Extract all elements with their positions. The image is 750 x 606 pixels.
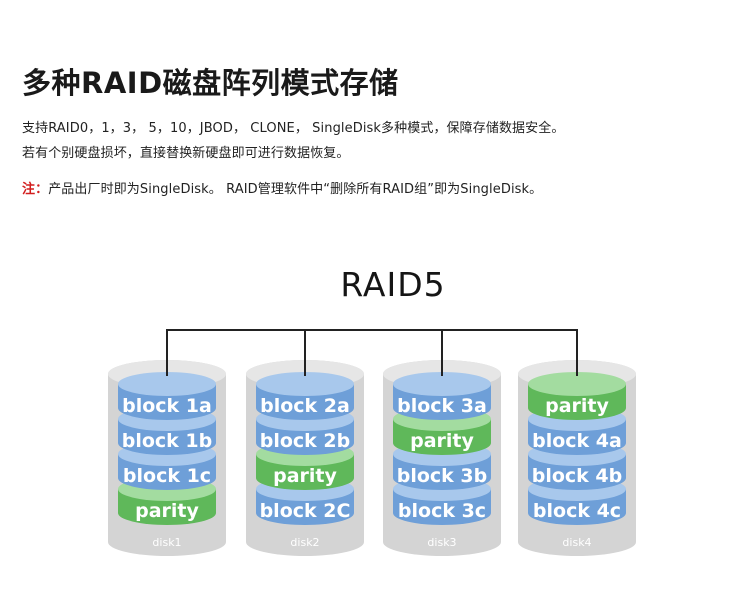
disk-3: block 3c block 3b parity block 3a disk3 xyxy=(383,360,501,556)
data-block: block 2a xyxy=(256,372,354,420)
connector-lines xyxy=(166,329,578,376)
block-label: block 4c xyxy=(533,500,621,522)
disk-stacks: parity block 1c block 1b block 1a disk1 block… xyxy=(108,360,636,556)
block-label: parity xyxy=(273,465,337,487)
disk-label: disk2 xyxy=(290,536,319,549)
block-label: parity xyxy=(410,430,474,452)
note-text: 产品出厂时即为SingleDisk。 RAID管理软件中“删除所有RAID组”即… xyxy=(48,182,543,197)
block-label: block 2a xyxy=(260,395,350,417)
block-label: block 1c xyxy=(123,465,211,487)
block-label: block 4a xyxy=(532,430,622,452)
data-block: block 3a xyxy=(393,372,491,420)
block-label: block 1a xyxy=(122,395,212,417)
block-label: block 3c xyxy=(398,500,486,522)
disk-1: parity block 1c block 1b block 1a disk1 xyxy=(108,360,226,556)
block-label: parity xyxy=(545,395,609,417)
disk-label: disk3 xyxy=(427,536,456,549)
data-block: block 1a xyxy=(118,372,216,420)
block-label: block 4b xyxy=(532,465,623,487)
disk-label: disk1 xyxy=(152,536,181,549)
block-top xyxy=(528,372,626,396)
disk-label: disk4 xyxy=(562,536,591,549)
description-line-2: 若有个别硬盘损坏，直接替换新硬盘即可进行数据恢复。 xyxy=(22,146,350,161)
block-label: parity xyxy=(135,500,199,522)
note-label: 注： xyxy=(22,182,49,197)
disk-4: block 4c block 4b block 4a parity disk4 xyxy=(518,360,636,556)
page-title: 多种RAID磁盘阵列模式存储 xyxy=(22,66,399,100)
block-top xyxy=(256,372,354,396)
block-label: block 3b xyxy=(397,465,488,487)
diagram-title: RAID5 xyxy=(340,265,445,304)
block-label: block 3a xyxy=(397,395,487,417)
block-label: block 2C xyxy=(260,500,351,522)
block-label: block 1b xyxy=(122,430,213,452)
description-line-1: 支持RAID0，1，3， 5，10，JBOD， CLONE， SingleDis… xyxy=(22,121,565,136)
note-line: 注：产品出厂时即为SingleDisk。 RAID管理软件中“删除所有RAID组… xyxy=(22,178,542,197)
block-top xyxy=(118,372,216,396)
disk-2: block 2C parity block 2b block 2a disk2 xyxy=(246,360,364,556)
block-top xyxy=(393,372,491,396)
parity-block: parity xyxy=(528,372,626,420)
block-label: block 2b xyxy=(260,430,351,452)
data-block: block 4c xyxy=(528,477,626,525)
